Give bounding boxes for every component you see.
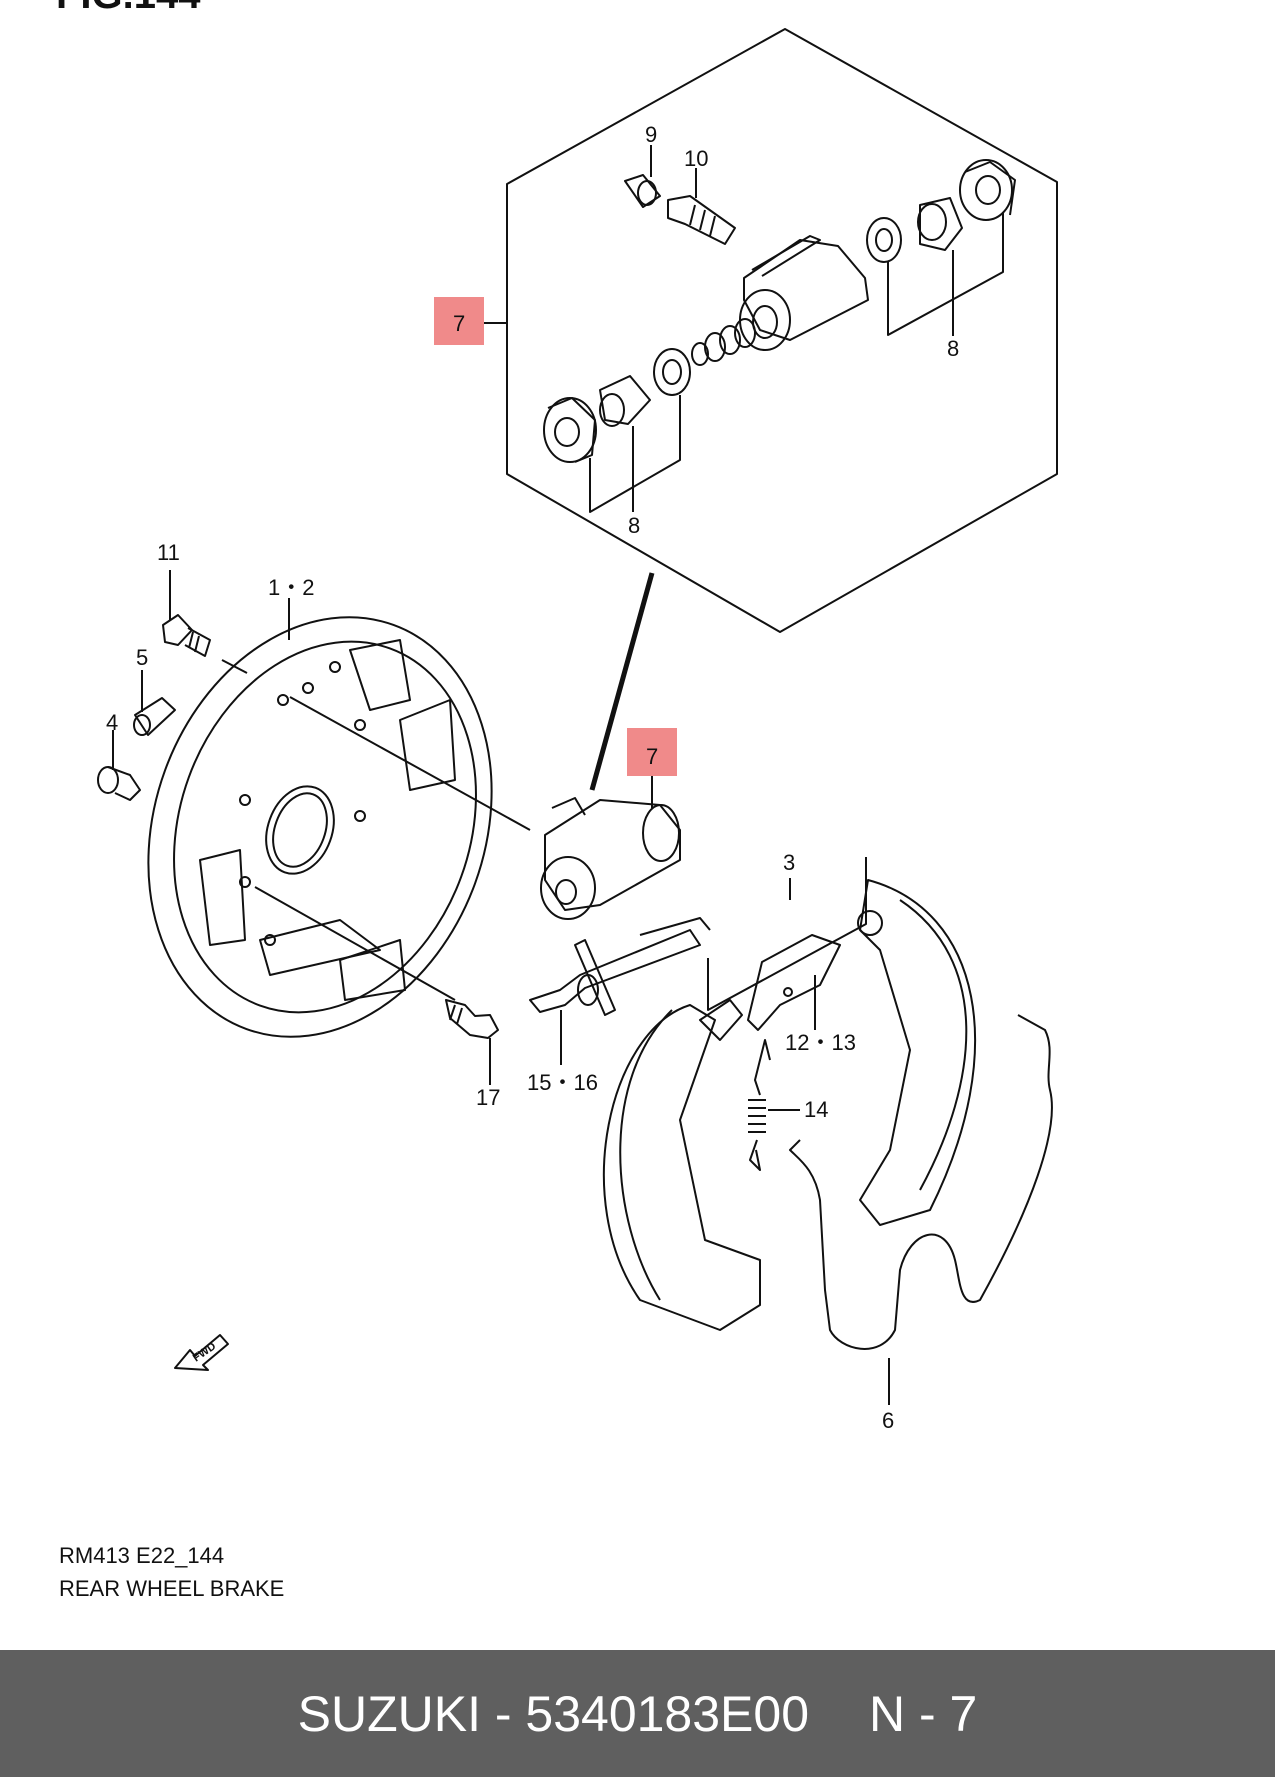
callout-6: 6 [882,1408,894,1433]
piston-part-right [917,197,963,251]
cup-part-right [866,217,902,263]
quantity: N - 7 [869,1685,978,1742]
callout-17: 17 [476,1085,500,1110]
part-number-footer: SUZUKI - 5340183E00 N - 7 [0,1650,1275,1777]
leader-8-upper [887,212,1004,336]
bolt-17-part [445,999,499,1039]
callout-8-upper: 8 [947,336,959,361]
callout-15-16: 15・16 [527,1070,598,1095]
callout-4: 4 [106,710,118,735]
brake-shoe-left-part [602,999,761,1331]
wheel-cylinder-part [540,797,681,920]
bolt-11-part [162,614,211,657]
cap-4-part [97,766,141,801]
wheel-cylinder-kit-outline [506,28,1058,633]
figure-title: REAR WHEEL BRAKE [59,1576,285,1601]
cup-part-left [653,348,691,396]
assembly-pointer [589,572,655,791]
brake-shoe-right-part [857,879,977,1226]
callout-7-top-box [434,297,484,345]
bleeder-screw-part [667,195,736,245]
return-spring-part [748,1039,771,1171]
callout-8-lower: 8 [628,513,640,538]
boot-part-right [959,159,1016,221]
callout-5: 5 [136,645,148,670]
spring-part [691,318,756,366]
parts-diagram: FIG.144 [56,0,1058,1433]
callout-14: 14 [804,1097,828,1122]
boot-part-left [543,397,597,463]
piston-part-left [599,375,651,427]
part-number: SUZUKI - 5340183E00 [297,1685,810,1742]
fwd-arrow-icon: FWD [174,1334,229,1371]
callout-11: 11 [157,540,180,565]
lever-part [747,934,841,1031]
callout-10: 10 [684,146,708,171]
leader-3 [707,857,867,1011]
bleeder-cap-part [624,174,661,208]
wire-spring-6-part [789,1014,1053,1350]
plug-5-part [133,697,176,736]
figure-code: RM413 E22_144 [59,1543,225,1568]
callout-7-mid-box [627,728,677,776]
callout-3: 3 [783,850,795,875]
callout-9: 9 [645,122,657,147]
callout-1-2: 1・2 [268,575,314,600]
cylinder-body-part [739,235,869,351]
callout-7-mid: 7 [646,744,658,769]
callout-7-top: 7 [453,311,465,336]
backing-plate-part [147,616,493,1038]
callout-12-13: 12・13 [785,1030,856,1055]
adjuster-part [529,917,711,1016]
leader-8-lower [589,395,681,513]
figure-header: FIG.144 [56,0,201,17]
